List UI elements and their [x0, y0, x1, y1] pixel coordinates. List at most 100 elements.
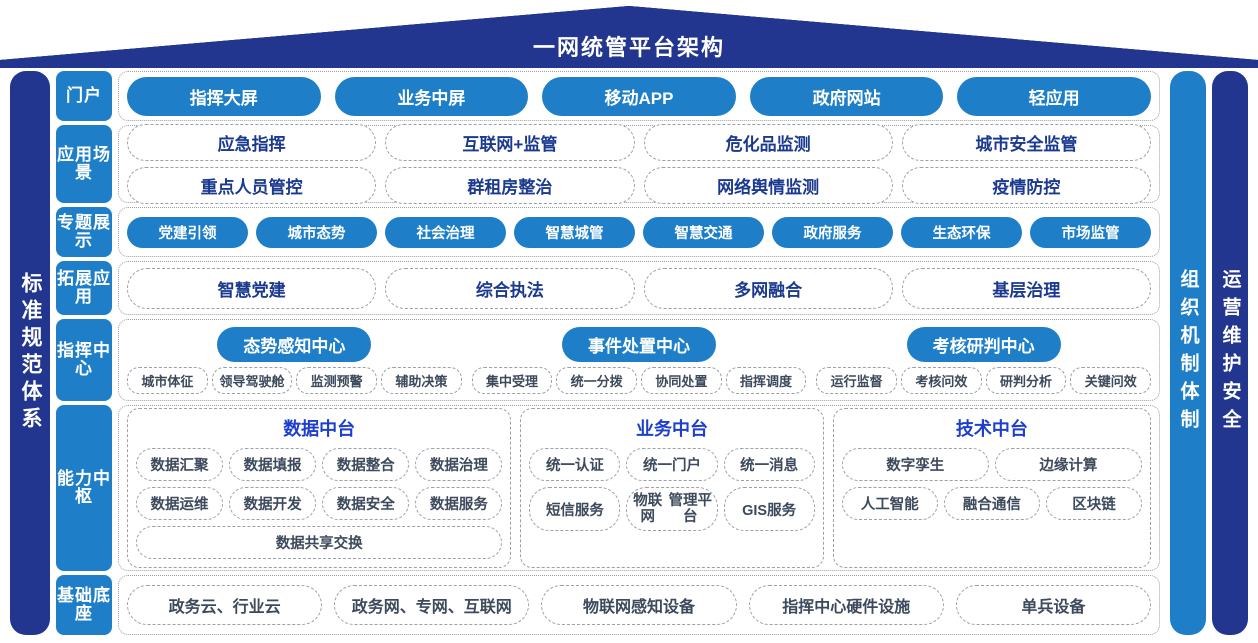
expanded-app-item[interactable]: 综合执法 — [385, 267, 635, 309]
scenario-item[interactable]: 城市安全监管 — [901, 124, 1151, 161]
base-item[interactable]: 指挥中心硬件设施 — [748, 585, 944, 625]
hub-data-row-3: 数据共享交换 — [136, 526, 503, 559]
layer-label-scenarios[interactable]: 应用场景 — [56, 125, 112, 203]
scenario-item[interactable]: 重点人员管控 — [127, 167, 377, 204]
scenario-item[interactable]: 互联网+监管 — [385, 124, 635, 161]
hub-item[interactable]: 数据整合 — [322, 448, 410, 481]
command-chip[interactable]: 辅助决策 — [381, 366, 462, 394]
layer-label-expanded-apps[interactable]: 拓展应用 — [56, 261, 112, 315]
topic-item[interactable]: 党建引领 — [127, 216, 248, 248]
hub-item[interactable]: 数据开发 — [229, 487, 317, 520]
hub-item[interactable]: 统一认证 — [529, 448, 621, 481]
command-group-title[interactable]: 态势感知中心 — [217, 326, 372, 362]
roof-shape-icon — [0, 6, 1258, 68]
topic-item[interactable]: 智慧城管 — [514, 216, 635, 248]
layer-label-command-center[interactable]: 指挥中心 — [56, 319, 112, 401]
scenario-item[interactable]: 网络舆情监测 — [643, 167, 893, 204]
sidebar-standard-system[interactable]: 标准规范体系 — [10, 71, 50, 635]
hub-item[interactable]: 数据运维 — [136, 487, 224, 520]
layer-capability-hub: 能力中枢 数据中台 数据汇聚 数据填报 数据整合 数据治理 — [56, 405, 1160, 571]
command-chip[interactable]: 指挥调度 — [725, 366, 807, 394]
hub-business-row-2: 短信服务 物联网管理平台 GIS服务 — [529, 487, 815, 532]
hub-item[interactable]: GIS服务 — [723, 487, 815, 532]
topic-item[interactable]: 城市态势 — [256, 216, 377, 248]
topic-items: 党建引领 城市态势 社会治理 智慧城管 智慧交通 政府服务 生态环保 市场监管 — [127, 216, 1151, 248]
scenario-item[interactable]: 应急指挥 — [127, 124, 377, 161]
hub-tech-row-2: 人工智能 融合通信 区块链 — [841, 487, 1143, 520]
command-group-title[interactable]: 事件处置中心 — [562, 326, 716, 362]
hub-item[interactable]: 数据安全 — [322, 487, 410, 520]
command-chip[interactable]: 协同处置 — [641, 366, 722, 394]
hub-business-row-1: 统一认证 统一门户 统一消息 — [529, 448, 815, 481]
hub-item[interactable]: 短信服务 — [529, 487, 621, 532]
layer-label-base[interactable]: 基础底座 — [56, 575, 112, 635]
hub-item[interactable]: 统一门户 — [626, 448, 718, 481]
portal-items: 指挥大屏 业务中屏 移动APP 政府网站 轻应用 — [127, 76, 1151, 116]
command-group-event: 事件处置中心 集中受理 统一分拨 协同处置 指挥调度 — [471, 326, 807, 394]
portal-item[interactable]: 政府网站 — [749, 76, 944, 116]
hub-item[interactable]: 区块链 — [1045, 487, 1143, 520]
topic-item[interactable]: 市场监管 — [1030, 216, 1151, 248]
portal-item[interactable]: 指挥大屏 — [127, 76, 321, 116]
hub-panel-data: 数据中台 数据汇聚 数据填报 数据整合 数据治理 数据运维 数据开发 数据安全 — [127, 408, 512, 568]
topic-item[interactable]: 政府服务 — [772, 216, 893, 248]
expanded-app-item[interactable]: 基层治理 — [901, 267, 1151, 309]
hub-item[interactable]: 数据共享交换 — [136, 526, 503, 559]
topic-item[interactable]: 智慧交通 — [643, 216, 764, 248]
layer-label-portal[interactable]: 门户 — [56, 71, 112, 121]
scenario-item[interactable]: 疫情防控 — [901, 167, 1151, 204]
hub-panel-tech: 技术中台 数字孪生 边缘计算 人工智能 融合通信 区块链 — [832, 408, 1151, 568]
layer-base: 基础底座 政务云、行业云 政务网、专网、互联网 物联网感知设备 指挥中心硬件设施… — [56, 575, 1160, 635]
topic-item[interactable]: 社会治理 — [385, 216, 506, 248]
layer-stack: 门户 指挥大屏 业务中屏 移动APP 政府网站 轻应用 应用场景 应急指挥 — [56, 71, 1160, 635]
sidebar-operations-security[interactable]: 运营维护安全 — [1212, 71, 1248, 635]
scenario-item[interactable]: 危化品监测 — [643, 124, 893, 161]
base-item[interactable]: 单兵设备 — [955, 585, 1152, 625]
base-item[interactable]: 物联网感知设备 — [541, 585, 737, 625]
hub-panel-title: 业务中台 — [636, 419, 709, 439]
scenario-item[interactable]: 群租房整治 — [385, 167, 635, 204]
hub-panel-business: 业务中台 统一认证 统一门户 统一消息 短信服务 物联网管理平台 GIS服务 — [520, 408, 824, 568]
hub-item[interactable]: 统一消息 — [723, 448, 815, 481]
hub-item[interactable]: 数据服务 — [415, 487, 503, 520]
expanded-app-item[interactable]: 多网融合 — [643, 267, 893, 309]
hub-item[interactable]: 数字孪生 — [841, 448, 989, 481]
topic-item[interactable]: 生态环保 — [901, 216, 1022, 248]
command-chip[interactable]: 运行监督 — [816, 366, 898, 394]
hub-item[interactable]: 融合通信 — [943, 487, 1040, 520]
command-chip[interactable]: 领导驾驶舱 — [211, 366, 293, 394]
command-chip[interactable]: 考核问效 — [901, 366, 982, 394]
scenario-row-2: 重点人员管控 群租房整治 网络舆情监测 疫情防控 — [127, 167, 1151, 204]
hub-item[interactable]: 人工智能 — [841, 487, 938, 520]
layer-command-center: 指挥中心 态势感知中心 城市体征 领导驾驶舱 监测预警 辅助决策 — [56, 319, 1160, 401]
portal-item[interactable]: 业务中屏 — [334, 76, 529, 116]
roof-banner: 一网统管平台架构 — [0, 0, 1258, 68]
expanded-app-items: 智慧党建 综合执法 多网融合 基层治理 — [127, 267, 1151, 309]
hub-item[interactable]: 边缘计算 — [994, 448, 1142, 481]
layer-topics: 专题展示 党建引领 城市态势 社会治理 智慧城管 智慧交通 政府服务 生态环保 … — [56, 207, 1160, 257]
hub-item[interactable]: 数据填报 — [229, 448, 317, 481]
hub-item[interactable]: 数据治理 — [415, 448, 503, 481]
command-chip[interactable]: 关键问效 — [1070, 366, 1152, 394]
layer-expanded-apps: 拓展应用 智慧党建 综合执法 多网融合 基层治理 — [56, 261, 1160, 315]
command-group-title[interactable]: 考核研判中心 — [906, 326, 1061, 362]
command-chip[interactable]: 监测预警 — [296, 366, 378, 394]
layer-label-topics[interactable]: 专题展示 — [56, 207, 112, 257]
command-chip[interactable]: 统一分拨 — [556, 366, 638, 394]
base-item[interactable]: 政务网、专网、互联网 — [334, 585, 530, 625]
portal-item[interactable]: 移动APP — [542, 76, 736, 116]
command-chip[interactable]: 城市体征 — [127, 366, 208, 394]
portal-item[interactable]: 轻应用 — [957, 76, 1151, 116]
hub-data-row-2: 数据运维 数据开发 数据安全 数据服务 — [136, 487, 503, 520]
scenario-row-1: 应急指挥 互联网+监管 危化品监测 城市安全监管 — [127, 124, 1151, 161]
command-chip[interactable]: 集中受理 — [471, 366, 553, 394]
hub-item[interactable]: 物联网管理平台 — [626, 487, 718, 532]
sidebar-organization-mechanism[interactable]: 组织机制体制 — [1170, 71, 1206, 635]
expanded-app-item[interactable]: 智慧党建 — [127, 267, 377, 309]
base-item[interactable]: 政务云、行业云 — [127, 585, 323, 625]
diagram-body: 标准规范体系 门户 指挥大屏 业务中屏 移动APP 政府网站 轻应用 应 — [0, 66, 1258, 643]
hub-item[interactable]: 数据汇聚 — [136, 448, 224, 481]
command-chip[interactable]: 研判分析 — [985, 366, 1067, 394]
layer-label-capability-hub[interactable]: 能力中枢 — [56, 405, 112, 571]
